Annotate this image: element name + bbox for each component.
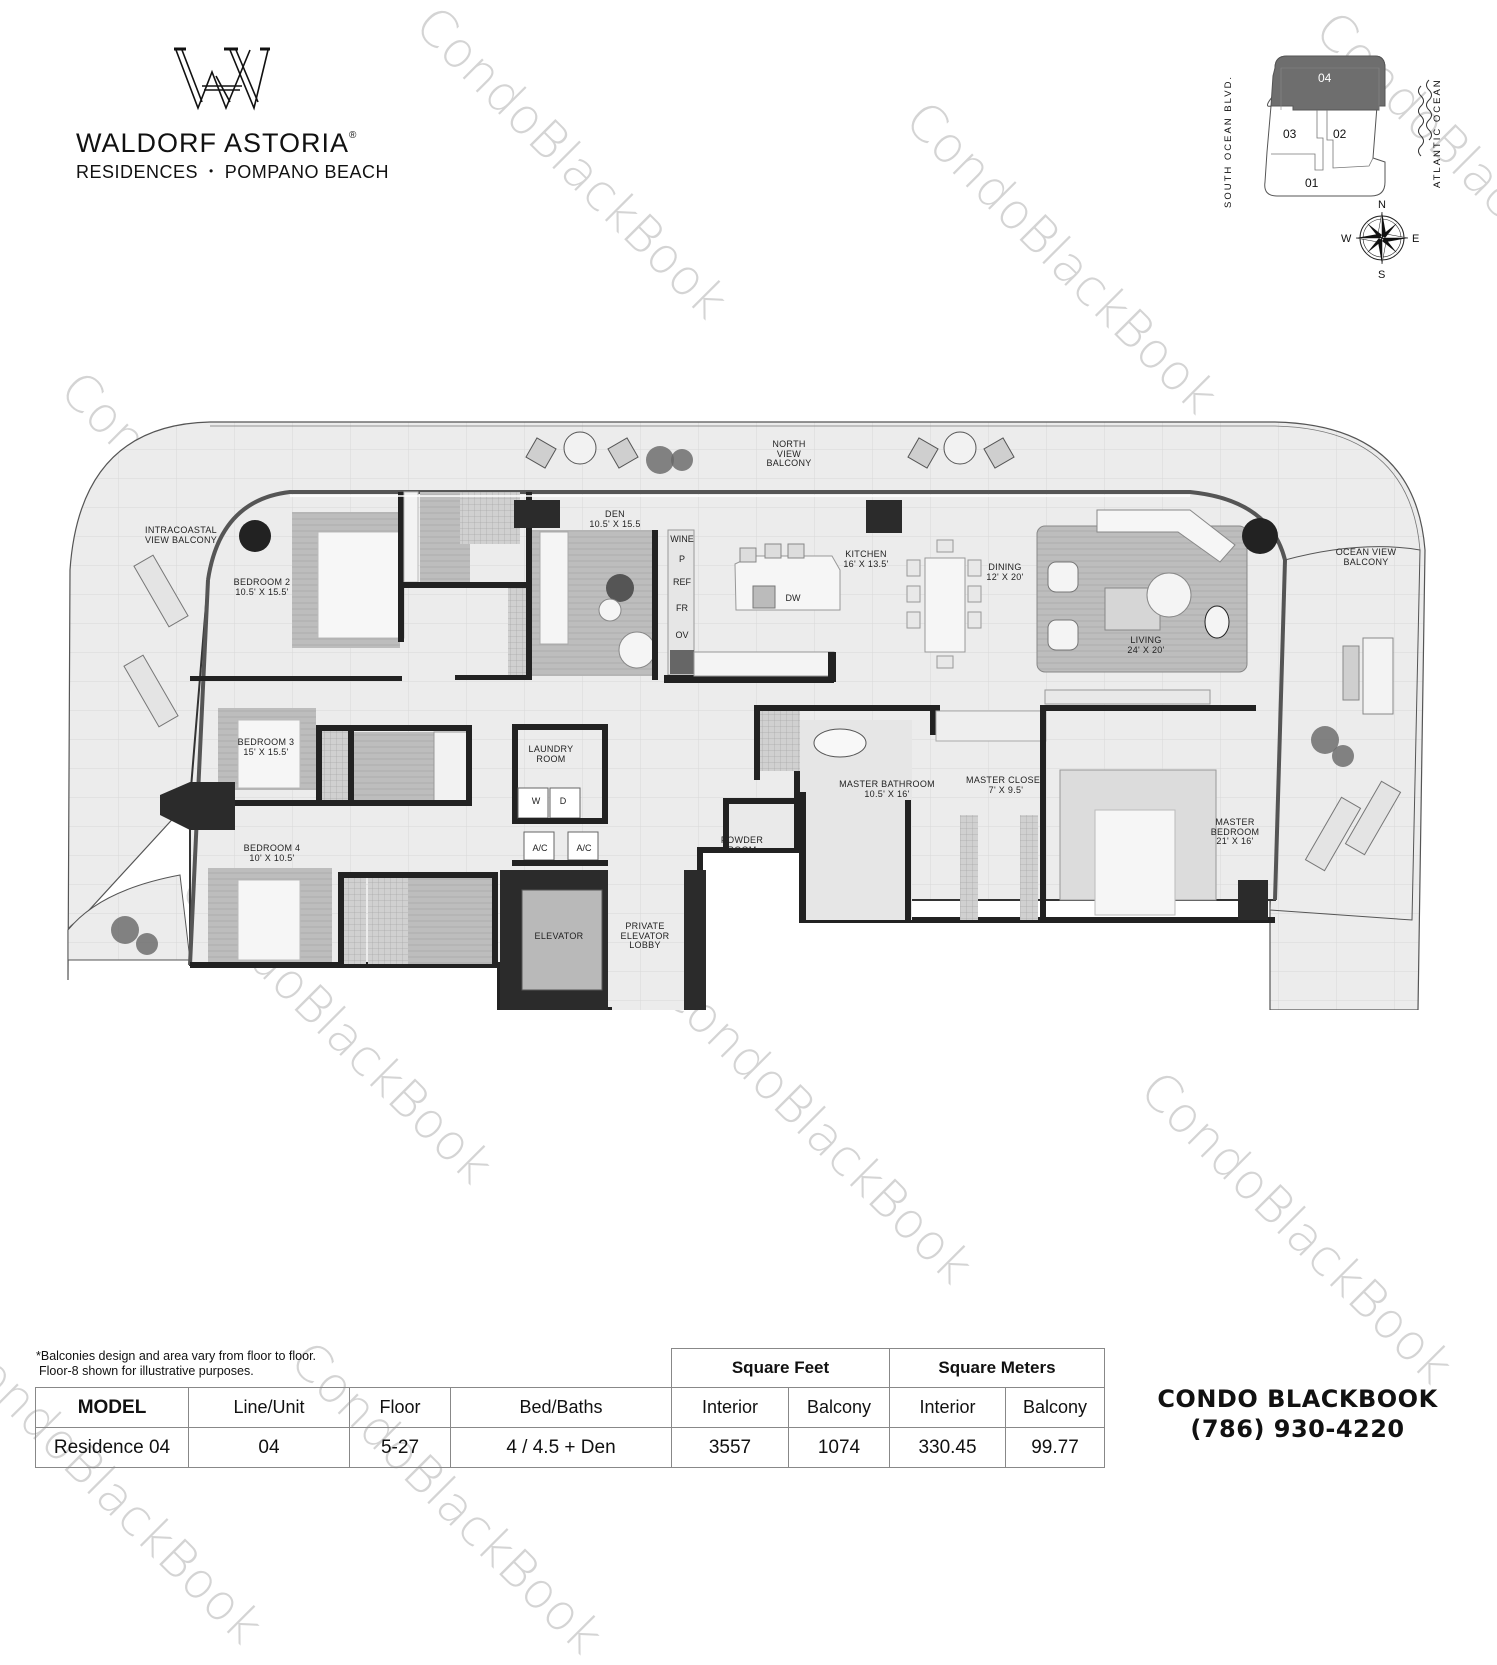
bed-icon <box>1094 809 1176 916</box>
keyplan-unit-04: 04 <box>1318 71 1332 85</box>
svg-text:S: S <box>1378 269 1385 281</box>
group-header-sqft: Square Feet <box>671 1348 890 1388</box>
table-row: Residence 04 04 5-27 4 / 4.5 + Den 3557 … <box>35 1427 1105 1468</box>
keyplan-unit-03: 03 <box>1283 127 1297 141</box>
sofa-icon <box>539 531 569 645</box>
planter-icon <box>239 520 271 552</box>
planter-icon <box>1242 518 1278 554</box>
outdoor-seating-icon <box>525 431 1015 469</box>
cell-sqm-interior: 330.45 <box>889 1427 1006 1468</box>
header-sqft-balcony: Balcony <box>788 1387 890 1428</box>
cell-line-unit: 04 <box>188 1427 350 1468</box>
header-sqm-interior: Interior <box>889 1387 1006 1428</box>
svg-text:W: W <box>1341 233 1352 245</box>
street-label: SOUTH OCEAN BLVD. <box>1223 75 1234 208</box>
sink-icon <box>752 585 776 609</box>
waldorf-astoria-logo-icon <box>174 47 270 111</box>
dryer-icon <box>549 787 581 819</box>
header-line-unit: Line/Unit <box>188 1387 350 1428</box>
cell-sqft-interior: 3557 <box>671 1427 789 1468</box>
plant-icon <box>111 446 1354 955</box>
keyplan-unit-02: 02 <box>1333 127 1347 141</box>
watermark: CondoBlackBook <box>403 0 740 331</box>
key-plan: SOUTH OCEAN BLVD. ATLANTIC OCEAN 04 03 0… <box>1223 55 1443 281</box>
cell-floor: 5-27 <box>349 1427 451 1468</box>
brand-subtitle: RESIDENCES • POMPANO BEACH <box>76 162 389 182</box>
cell-bed-baths: 4 / 4.5 + Den <box>450 1427 672 1468</box>
bed-icon <box>237 719 301 789</box>
header-floor: Floor <box>349 1387 451 1428</box>
bed-icon <box>237 879 301 961</box>
ac-unit-icon <box>523 831 555 861</box>
watermark: CondoBlackBook <box>893 90 1230 426</box>
header-bed-baths: Bed/Baths <box>450 1387 672 1428</box>
header-sqm-balcony: Balcony <box>1005 1387 1105 1428</box>
brand-light: CONDO <box>1157 1385 1259 1413</box>
watermark: CondoBlackBook <box>648 960 985 1296</box>
svg-text:E: E <box>1412 233 1419 245</box>
condo-blackbook-contact: CONDO BLACKBOOK (786) 930-4220 <box>1135 1384 1460 1444</box>
washer-icon <box>517 787 549 819</box>
cell-model: Residence 04 <box>35 1427 189 1468</box>
sectional-sofa-icon <box>1096 509 1236 563</box>
ocean-waves-icon <box>1418 79 1432 157</box>
cell-sqft-balcony: 1074 <box>788 1427 890 1468</box>
header-sqft-interior: Interior <box>671 1387 789 1428</box>
elevator-car <box>521 889 603 991</box>
note-line-2: Floor-8 shown for illustrative purposes. <box>39 1364 254 1378</box>
phone-number[interactable]: (786) 930-4220 <box>1190 1415 1405 1443</box>
note-line-1: *Balconies design and area vary from flo… <box>36 1349 317 1363</box>
svg-text:N: N <box>1378 199 1386 211</box>
kitchen-island <box>734 555 841 611</box>
ocean-label: ATLANTIC OCEAN <box>1432 78 1443 188</box>
bed-icon <box>317 531 405 639</box>
brand-name: WALDORF ASTORIA® <box>76 128 358 158</box>
bathtub-icon <box>813 728 867 758</box>
spec-table: Square Feet Square Meters MODEL Line/Uni… <box>35 1348 1105 1468</box>
floor-plan <box>67 421 1426 1010</box>
keyplan-unit-01: 01 <box>1305 176 1319 190</box>
ac-unit-icon <box>567 831 599 861</box>
dining-table <box>924 557 966 653</box>
header-model: MODEL <box>35 1387 189 1428</box>
brand-bold: BLACKBOOK <box>1267 1385 1438 1413</box>
group-header-sqm: Square Meters <box>889 1348 1105 1388</box>
watermark: CondoBlackBook <box>1128 1060 1465 1396</box>
compass-rose-icon: N S E W <box>1341 199 1419 281</box>
balcony-note: *Balconies design and area vary from flo… <box>36 1349 316 1379</box>
cell-sqm-balcony: 99.77 <box>1005 1427 1105 1468</box>
